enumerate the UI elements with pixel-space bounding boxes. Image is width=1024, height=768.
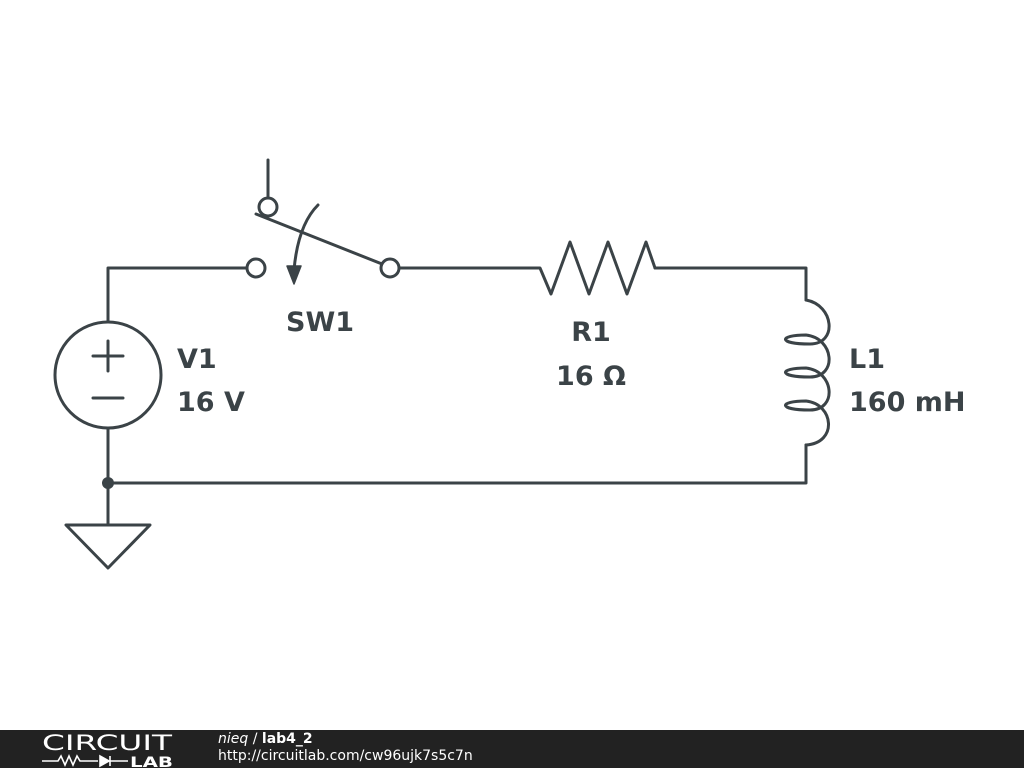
project-path: nieq / lab4_2 (218, 731, 473, 748)
footer-info: nieq / lab4_2 http://circuitlab.com/cw96… (218, 731, 473, 765)
resistor-name-label: R1 (571, 317, 611, 348)
logo-bottom-text: LAB (130, 755, 173, 768)
switch-sw1[interactable] (245, 158, 401, 285)
inductor-l1[interactable] (784, 298, 831, 447)
voltage-source-v1[interactable] (53, 320, 163, 430)
inductor-value-label: 160 mH (849, 387, 966, 418)
source-value-label: 16 V (177, 387, 245, 418)
wire-resistor-to-inductor (653, 266, 808, 302)
switch-motion-arc (292, 203, 320, 272)
switch-pivot-contact (379, 257, 401, 279)
switch-contact-left (245, 257, 267, 279)
switch-motion-arrowhead (286, 265, 302, 285)
username-link[interactable]: nieq (218, 731, 249, 747)
wire-source-to-switch (106, 266, 248, 324)
project-url[interactable]: http://circuitlab.com/cw96ujk7s5c7n (218, 748, 473, 764)
logo-top-text: CIRCUIT (42, 731, 172, 755)
source-name-label: V1 (177, 344, 217, 375)
inductor-name-label: L1 (849, 344, 885, 375)
circuit-schematic: SW1 R1 16 Ω L1 160 mH V1 16 V (53, 158, 966, 570)
source-circle (53, 320, 163, 430)
path-separator: / (248, 731, 262, 747)
switch-blade (254, 212, 384, 266)
junction-node (102, 477, 114, 489)
footer-bar: CIRCUIT LAB nieq / lab4_2 http://circuit… (0, 730, 1024, 768)
circuitlab-logo[interactable]: CIRCUIT LAB (0, 730, 210, 768)
switch-top-contact (257, 196, 279, 218)
plus-sign (91, 339, 125, 373)
resistor-r1[interactable] (528, 240, 657, 296)
wire-bottom-return (106, 443, 808, 485)
logo-resistor-icon (42, 754, 98, 767)
switch-label: SW1 (286, 307, 354, 338)
ground-symbol[interactable] (64, 523, 152, 570)
project-name-link[interactable]: lab4_2 (261, 731, 313, 747)
resistor-value-label: 16 Ω (556, 361, 626, 392)
logo-diode-icon (99, 754, 128, 768)
